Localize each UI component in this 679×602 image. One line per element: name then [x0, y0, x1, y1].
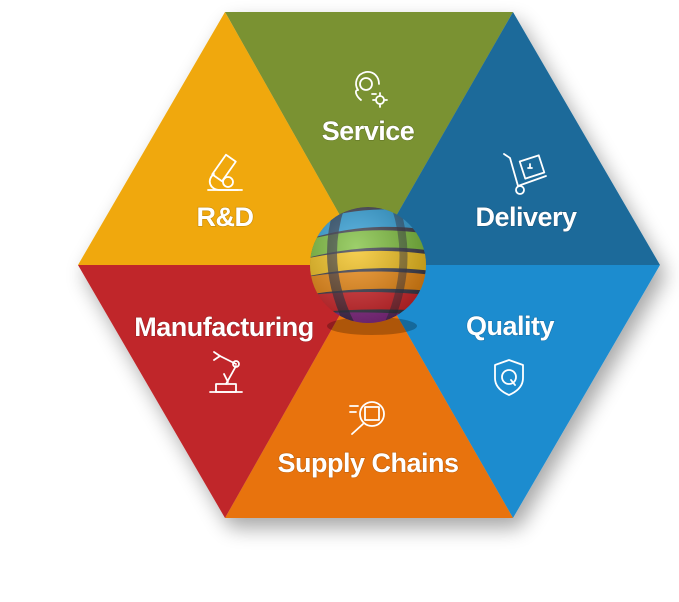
segment-delivery[interactable]: [368, 12, 660, 265]
segment-rd[interactable]: [78, 12, 368, 265]
box-magnifier-icon: [349, 401, 385, 435]
hand-truck-icon: [503, 153, 547, 195]
shield-q-icon: [494, 359, 524, 396]
label-rd: R&D: [197, 202, 254, 232]
segment-supply-chains[interactable]: [225, 265, 513, 518]
microscope-icon: [207, 153, 243, 191]
label-supply-chains: Supply Chains: [277, 448, 458, 478]
label-service: Service: [322, 116, 415, 146]
headset-gear-icon: [354, 71, 388, 108]
segment-service[interactable]: [225, 12, 513, 265]
robot-arm-icon: [209, 351, 243, 393]
label-delivery: Delivery: [475, 202, 577, 232]
label-manufacturing: Manufacturing: [134, 312, 314, 342]
label-quality: Quality: [466, 311, 555, 341]
